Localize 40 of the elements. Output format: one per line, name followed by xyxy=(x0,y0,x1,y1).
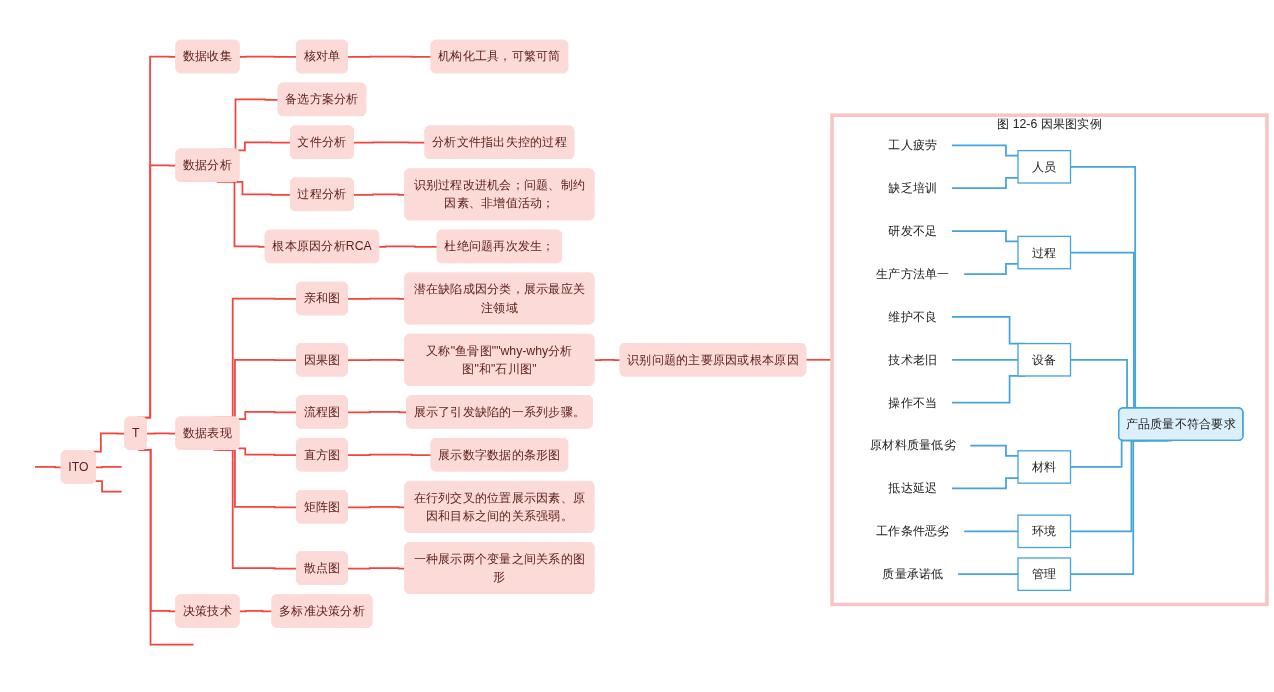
connector xyxy=(950,230,1019,243)
node-text: 工作条件恶劣 xyxy=(876,523,950,538)
connector xyxy=(950,477,1019,490)
connector xyxy=(346,411,408,414)
node-box: 人员 xyxy=(1017,149,1072,184)
connector xyxy=(593,358,622,362)
node-text: 工人疲劳 xyxy=(888,137,938,152)
connector xyxy=(346,55,433,58)
connector xyxy=(346,453,433,457)
node-text: 质量承诺低 xyxy=(882,566,944,581)
connector xyxy=(950,144,1019,157)
connector xyxy=(950,177,1019,190)
node-box: 设备 xyxy=(1017,342,1072,377)
connector xyxy=(378,245,439,248)
connector xyxy=(94,480,123,493)
node-text: 缺乏培训 xyxy=(888,180,938,195)
node-box: 管理 xyxy=(1017,557,1072,592)
node-text: 维护不良 xyxy=(888,309,938,324)
node-text: 原材料质量低劣 xyxy=(870,438,956,453)
connector xyxy=(962,530,1019,533)
connector xyxy=(956,573,1019,576)
connector xyxy=(950,358,1019,361)
connector xyxy=(238,610,274,613)
connector xyxy=(969,444,1019,457)
node-text: 技术老旧 xyxy=(888,352,938,367)
connector xyxy=(237,411,298,420)
node-text: 生产方法单一 xyxy=(876,266,950,281)
node-box: 材料 xyxy=(1017,450,1072,484)
node-box: 过程 xyxy=(1017,235,1072,270)
connector xyxy=(353,141,427,144)
connector xyxy=(34,466,63,469)
node-text: 操作不当 xyxy=(888,395,938,410)
connector xyxy=(95,466,123,469)
connector xyxy=(237,447,298,457)
node-text: 研发不足 xyxy=(888,223,938,238)
connector xyxy=(236,141,292,152)
connector xyxy=(962,262,1019,275)
connector xyxy=(238,55,298,58)
node-box: 环境 xyxy=(1017,514,1072,549)
node-text: 抵达延迟 xyxy=(888,481,938,496)
